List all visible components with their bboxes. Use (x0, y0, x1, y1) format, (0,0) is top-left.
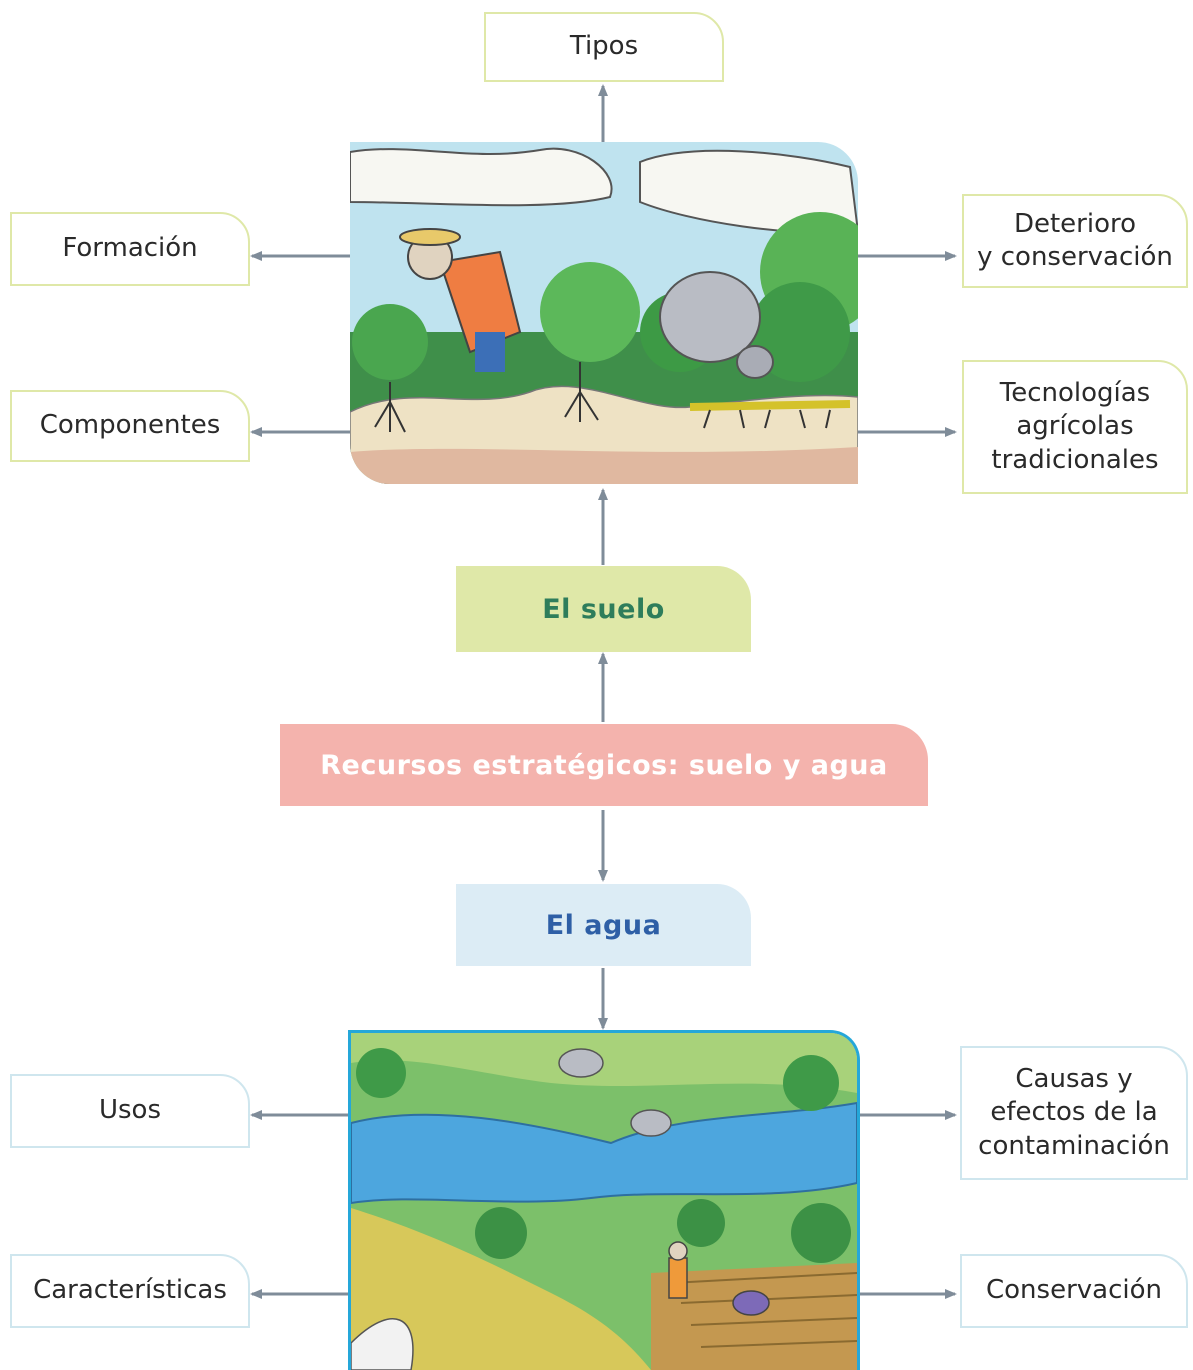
central-node: Recursos estratégicos: suelo y agua (280, 724, 928, 806)
topic-causas-label: Causas y efectos de la contaminación (978, 1064, 1170, 1161)
central-node-label: Recursos estratégicos: suelo y agua (320, 749, 888, 781)
topic-usos-label: Usos (98, 1095, 162, 1126)
farmer-field-illustration (350, 142, 858, 484)
river-landscape-illustration (348, 1030, 860, 1370)
topic-componentes: Componentes (10, 390, 250, 462)
topic-tipos-label: Tipos (569, 31, 639, 62)
topic-formacion: Formación (10, 212, 250, 286)
topic-usos: Usos (10, 1074, 250, 1148)
topic-conservacion-label: Conservación (986, 1275, 1162, 1306)
suelo-node-label: El suelo (542, 593, 665, 625)
topic-tipos: Tipos (484, 12, 724, 82)
topic-caracteristicas: Características (10, 1254, 250, 1328)
topic-deterioro-label: Deterioro y conservación (977, 208, 1173, 272)
topic-deterioro: Deterioro y conservación (962, 194, 1188, 288)
topic-conservacion: Conservación (960, 1254, 1188, 1328)
topic-formacion-label: Formación (62, 233, 198, 264)
topic-tecnologias-label: Tecnologías agrícolas tradicionales (991, 378, 1159, 475)
agua-node: El agua (456, 884, 751, 966)
suelo-node: El suelo (456, 566, 751, 652)
topic-caracteristicas-label: Características (33, 1275, 227, 1306)
topic-tecnologias: Tecnologías agrícolas tradicionales (962, 360, 1188, 494)
agua-node-label: El agua (545, 909, 662, 941)
topic-causas: Causas y efectos de la contaminación (960, 1046, 1188, 1180)
topic-componentes-label: Componentes (39, 410, 221, 441)
